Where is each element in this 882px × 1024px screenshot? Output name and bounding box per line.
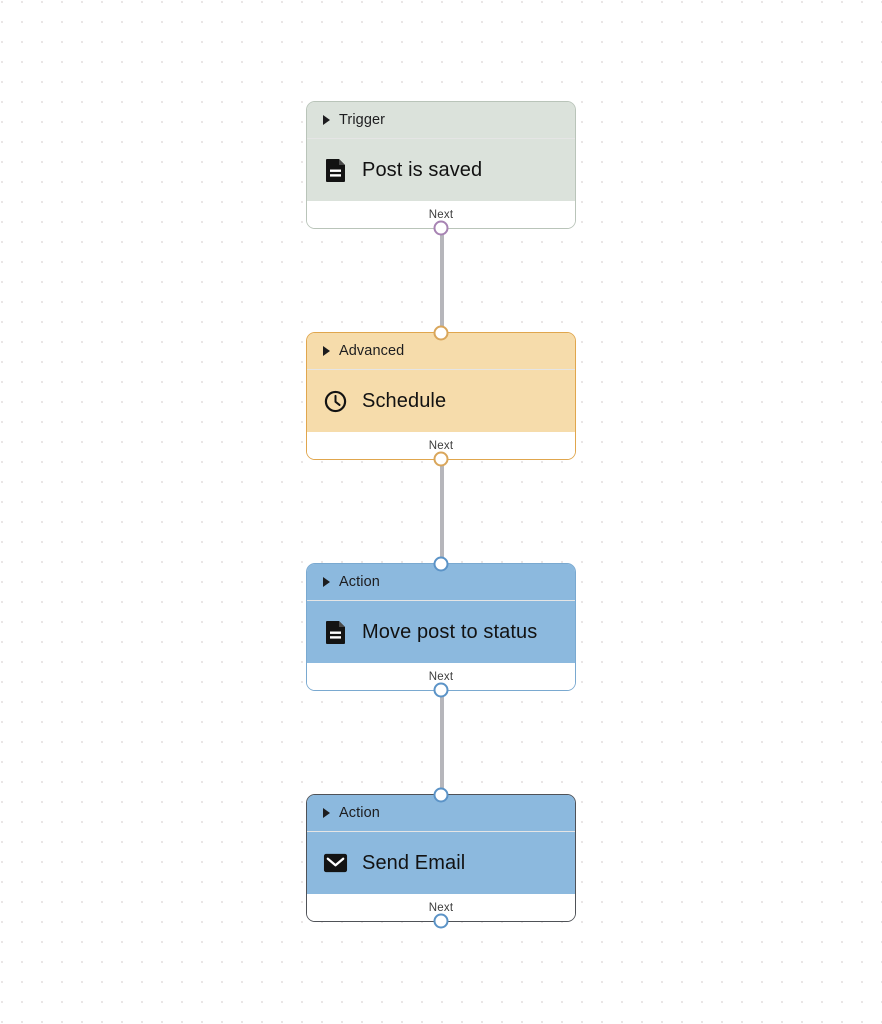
chevron-right-icon[interactable] <box>323 115 330 125</box>
node-body-trigger[interactable]: Post is saved <box>307 139 575 201</box>
node-source-handle[interactable] <box>433 451 449 467</box>
node-divider <box>307 138 575 139</box>
node-target-handle[interactable] <box>433 787 449 803</box>
node-category-label: Action <box>339 574 380 590</box>
node-header-trigger[interactable]: Trigger <box>307 102 575 138</box>
edge-move-post-to-send-email[interactable] <box>440 686 444 794</box>
node-body-action[interactable]: Send Email <box>307 832 575 894</box>
node-header-advanced[interactable]: Advanced <box>307 333 575 369</box>
chevron-right-icon[interactable] <box>323 577 330 587</box>
envelope-icon <box>323 851 348 876</box>
node-category-label: Advanced <box>339 343 405 359</box>
node-body-advanced[interactable]: Schedule <box>307 370 575 432</box>
node-title: Move post to status <box>362 620 538 643</box>
node-divider <box>307 369 575 370</box>
node-divider <box>307 831 575 832</box>
node-body-action[interactable]: Move post to status <box>307 601 575 663</box>
node-title: Send Email <box>362 851 466 874</box>
document-icon <box>323 158 348 183</box>
clock-icon <box>323 389 348 414</box>
document-icon <box>323 620 348 645</box>
node-title: Schedule <box>362 389 447 412</box>
chevron-right-icon[interactable] <box>323 808 330 818</box>
workflow-node-advanced-schedule[interactable]: Advanced Schedule Next <box>306 325 576 467</box>
node-target-handle[interactable] <box>433 556 449 572</box>
workflow-node-trigger[interactable]: Trigger Post is saved Next <box>306 101 576 236</box>
workflow-node-send-email[interactable]: Action Send Email Next <box>306 787 576 929</box>
workflow-node-move-post-to-status[interactable]: Action Move post to status Next <box>306 556 576 698</box>
node-source-handle[interactable] <box>433 682 449 698</box>
node-source-handle[interactable] <box>433 913 449 929</box>
node-divider <box>307 600 575 601</box>
chevron-right-icon[interactable] <box>323 346 330 356</box>
node-category-label: Action <box>339 805 380 821</box>
node-title: Post is saved <box>362 158 483 181</box>
node-category-label: Trigger <box>339 112 386 128</box>
edge-advanced-to-move-post[interactable] <box>440 455 444 563</box>
node-target-handle[interactable] <box>433 325 449 341</box>
edge-trigger-to-advanced[interactable] <box>440 224 444 332</box>
node-header-action[interactable]: Action <box>307 564 575 600</box>
node-source-handle[interactable] <box>433 220 449 236</box>
